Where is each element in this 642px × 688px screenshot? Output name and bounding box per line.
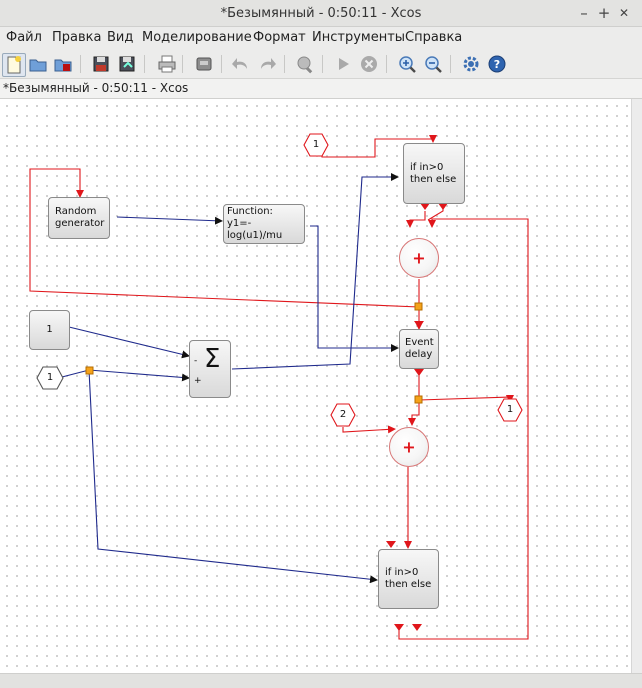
port-delay-out <box>414 369 424 376</box>
port-if-bottom-in <box>386 541 396 548</box>
port-if-bottom-out-else <box>412 624 422 631</box>
link-loop-feedback[interactable] <box>398 218 529 640</box>
toolbar: ? <box>0 50 642 79</box>
menu-edit[interactable]: Правка <box>52 30 102 45</box>
random-generator-label: Random generator <box>55 206 105 229</box>
sum-block[interactable]: Σ - + <box>189 340 231 398</box>
toolbar-separator <box>221 55 222 73</box>
toolbar-separator <box>386 55 387 73</box>
event-delay-block[interactable]: Event delay <box>399 329 439 369</box>
open-icon[interactable] <box>27 53 49 75</box>
link-sum-to-if-top[interactable] <box>231 173 399 370</box>
save-as-icon[interactable] <box>116 53 138 75</box>
function-block[interactable]: Function: y1=-log(u1)/mu <box>223 204 305 244</box>
event-adder-top-plus: + <box>412 248 426 268</box>
menu-view[interactable]: Вид <box>107 30 134 45</box>
setup-icon[interactable] <box>460 53 482 75</box>
window-titlebar: *Безымянный - 0:50:11 - Xcos – + ✕ <box>0 0 642 27</box>
new-diagram-icon[interactable] <box>2 53 26 77</box>
fit-diagram-icon[interactable] <box>294 53 316 75</box>
undo-icon[interactable] <box>230 53 252 75</box>
toolbar-separator <box>182 55 183 73</box>
port-if-bottom-out-then <box>394 624 404 631</box>
link-split-to-hex-right[interactable] <box>418 395 514 403</box>
if-then-else-top-block[interactable]: if in>0 then else <box>403 143 465 204</box>
toolbar-separator <box>450 55 451 73</box>
if-then-else-bottom-block[interactable]: if in>0 then else <box>378 549 439 609</box>
zoom-in-icon[interactable] <box>396 53 418 75</box>
start-icon[interactable] <box>332 53 354 75</box>
hex-input-right-label: 1 <box>506 404 514 415</box>
save-icon[interactable] <box>90 53 112 75</box>
split-point[interactable] <box>85 366 94 375</box>
event-adder-bottom[interactable]: + <box>389 427 429 467</box>
hex-input-top-label: 1 <box>312 139 320 150</box>
event-delay-label: Event delay <box>405 337 434 360</box>
sum-minus-sign: - <box>194 356 198 366</box>
close-button[interactable]: ✕ <box>618 6 630 20</box>
link-split-to-random[interactable] <box>29 168 420 308</box>
zoom-out-icon[interactable] <box>422 53 444 75</box>
horizontal-scrollbar[interactable] <box>0 673 642 688</box>
export-icon[interactable] <box>193 53 215 75</box>
link-random-to-function[interactable] <box>116 216 223 225</box>
redo-icon[interactable] <box>256 53 278 75</box>
diagram-canvas[interactable]: 1 1 2 1 Random generator Function: y1=-l… <box>0 99 642 673</box>
window-title: *Безымянный - 0:50:11 - Xcos <box>220 6 422 21</box>
port-if-top-out-then <box>420 203 430 210</box>
split-point[interactable] <box>414 395 423 404</box>
svg-text:?: ? <box>494 58 500 71</box>
link-split-to-adder-bottom[interactable] <box>408 400 420 426</box>
link-hex-left-to-sum[interactable] <box>61 369 190 382</box>
hex-input-left[interactable] <box>36 366 64 390</box>
toolbar-separator <box>80 55 81 73</box>
print-icon[interactable] <box>156 53 178 75</box>
help-icon[interactable]: ? <box>486 53 508 75</box>
constant-value: 1 <box>46 324 53 335</box>
minimize-button[interactable]: – <box>580 4 588 22</box>
function-label: Function: y1=-log(u1)/mu <box>227 206 283 241</box>
vertical-scrollbar[interactable] <box>631 99 642 673</box>
toolbar-separator <box>322 55 323 73</box>
sum-symbol: Σ <box>204 344 221 374</box>
port-if-top-out-else <box>438 203 448 210</box>
hex-input-two[interactable] <box>330 403 356 427</box>
toolbar-separator <box>144 55 145 73</box>
random-generator-block[interactable]: Random generator <box>48 197 110 239</box>
link-hex-two-to-adder[interactable] <box>342 425 396 434</box>
diagram-tab[interactable]: *Безымянный - 0:50:11 - Xcos <box>0 79 642 99</box>
menu-file[interactable]: Файл <box>6 30 42 45</box>
maximize-button[interactable]: + <box>597 4 611 22</box>
sum-plus-sign: + <box>194 376 202 386</box>
stop-icon[interactable] <box>358 53 380 75</box>
diagram-tab-title: *Безымянный - 0:50:11 - Xcos <box>3 81 189 95</box>
menu-format[interactable]: Формат <box>253 30 306 45</box>
diagram-links <box>29 133 529 640</box>
if-then-else-top-label: if in>0 then else <box>410 161 457 185</box>
toolbar-separator <box>284 55 285 73</box>
port-delay-in <box>414 321 424 328</box>
link-function-to-delay[interactable] <box>310 225 399 352</box>
menu-bar: Файл Правка Вид Моделирование Формат Инс… <box>0 27 642 50</box>
link-const-to-sum[interactable] <box>68 326 190 359</box>
hex-input-two-label: 2 <box>339 409 347 420</box>
hex-input-right[interactable] <box>497 398 523 422</box>
menu-help[interactable]: Справка <box>405 30 463 45</box>
if-then-else-bottom-label: if in>0 then else <box>385 567 432 590</box>
hex-input-left-label: 1 <box>46 372 54 383</box>
menu-tools[interactable]: Инструменты <box>312 30 406 45</box>
open-file-icon[interactable] <box>52 53 74 75</box>
link-if-top-to-adder[interactable] <box>406 211 426 228</box>
hex-input-top[interactable] <box>303 133 329 157</box>
link-split-to-if-bottom[interactable] <box>88 369 378 584</box>
menu-simulation[interactable]: Моделирование <box>142 30 252 45</box>
constant-block[interactable]: 1 <box>29 310 70 350</box>
event-adder-bottom-plus: + <box>402 437 416 457</box>
event-adder-top[interactable]: + <box>399 238 439 278</box>
split-point[interactable] <box>414 302 423 311</box>
